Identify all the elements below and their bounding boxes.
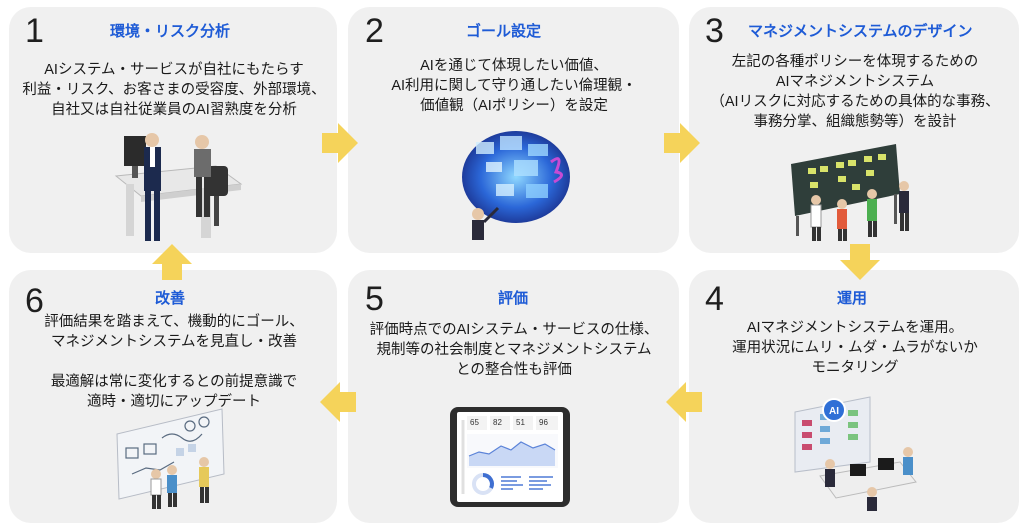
- dashboard-value-1: 65: [470, 418, 479, 427]
- step-6-body: 評価結果を踏まえて、機動的にゴール、 マネジメントシステムを見直し・改善 最適解…: [44, 314, 304, 410]
- step-3-number: 3: [705, 12, 724, 50]
- step-5-number: 5: [365, 280, 384, 318]
- step-1-card: [9, 7, 337, 253]
- arrow-right-2-icon: [664, 123, 700, 163]
- step-2-number: 2: [365, 12, 384, 50]
- improvement-board-illustration: [116, 408, 225, 509]
- step-6-number: 6: [25, 282, 44, 320]
- digital-vision-illustration: [462, 131, 570, 240]
- step-5-body: 評価時点でのAIシステム・サービスの仕様、 規制等の社会制度とマネジメントシステ…: [369, 322, 659, 378]
- step-3-title: マネジメントシステムのデザイン: [748, 23, 973, 40]
- dashboard-tablet-illustration: 65 82 51 96: [449, 406, 571, 508]
- step-6-title: 改善: [155, 290, 186, 307]
- arrow-right-1-icon: [322, 123, 358, 163]
- step-1-title: 環境・リスク分析: [110, 23, 231, 40]
- operations-room-illustration: AI: [794, 396, 917, 511]
- operations-ai-badge: AI: [829, 406, 839, 417]
- dashboard-value-3: 51: [516, 418, 525, 427]
- step-5-title: 評価: [498, 290, 529, 307]
- step-3-card: [689, 7, 1019, 253]
- whiteboard-planning-illustration: [791, 144, 909, 241]
- dashboard-value-2: 82: [493, 418, 502, 427]
- step-2-body: AIを通じて体現したい価値、 AI利用に関して守り通したい倫理観・ 価値観（AI…: [391, 58, 637, 114]
- step-4-title: 運用: [837, 290, 868, 307]
- step-4-number: 4: [705, 280, 724, 318]
- step-1-number: 1: [25, 12, 44, 50]
- step-1-body: AIシステム・サービスが自社にもたらす 利益・リスク、お客さまの受容度、外部環境…: [22, 62, 326, 118]
- arrow-down-icon: [840, 244, 880, 280]
- step-3-body: 左記の各種ポリシーを体現するための AIマネジメントシステム （AIリスクに対応…: [710, 54, 1000, 130]
- arrow-left-2-icon: [320, 382, 356, 422]
- arrow-left-1-icon: [666, 382, 702, 422]
- step-4-body: AIマネジメントシステムを運用。 運用状況にムリ・ムダ・ムラがないか モニタリン…: [732, 320, 978, 376]
- arrow-up-icon: [152, 244, 192, 280]
- step-2-title: ゴール設定: [466, 23, 542, 40]
- office-meeting-illustration: [114, 133, 243, 241]
- dashboard-value-4: 96: [539, 418, 548, 427]
